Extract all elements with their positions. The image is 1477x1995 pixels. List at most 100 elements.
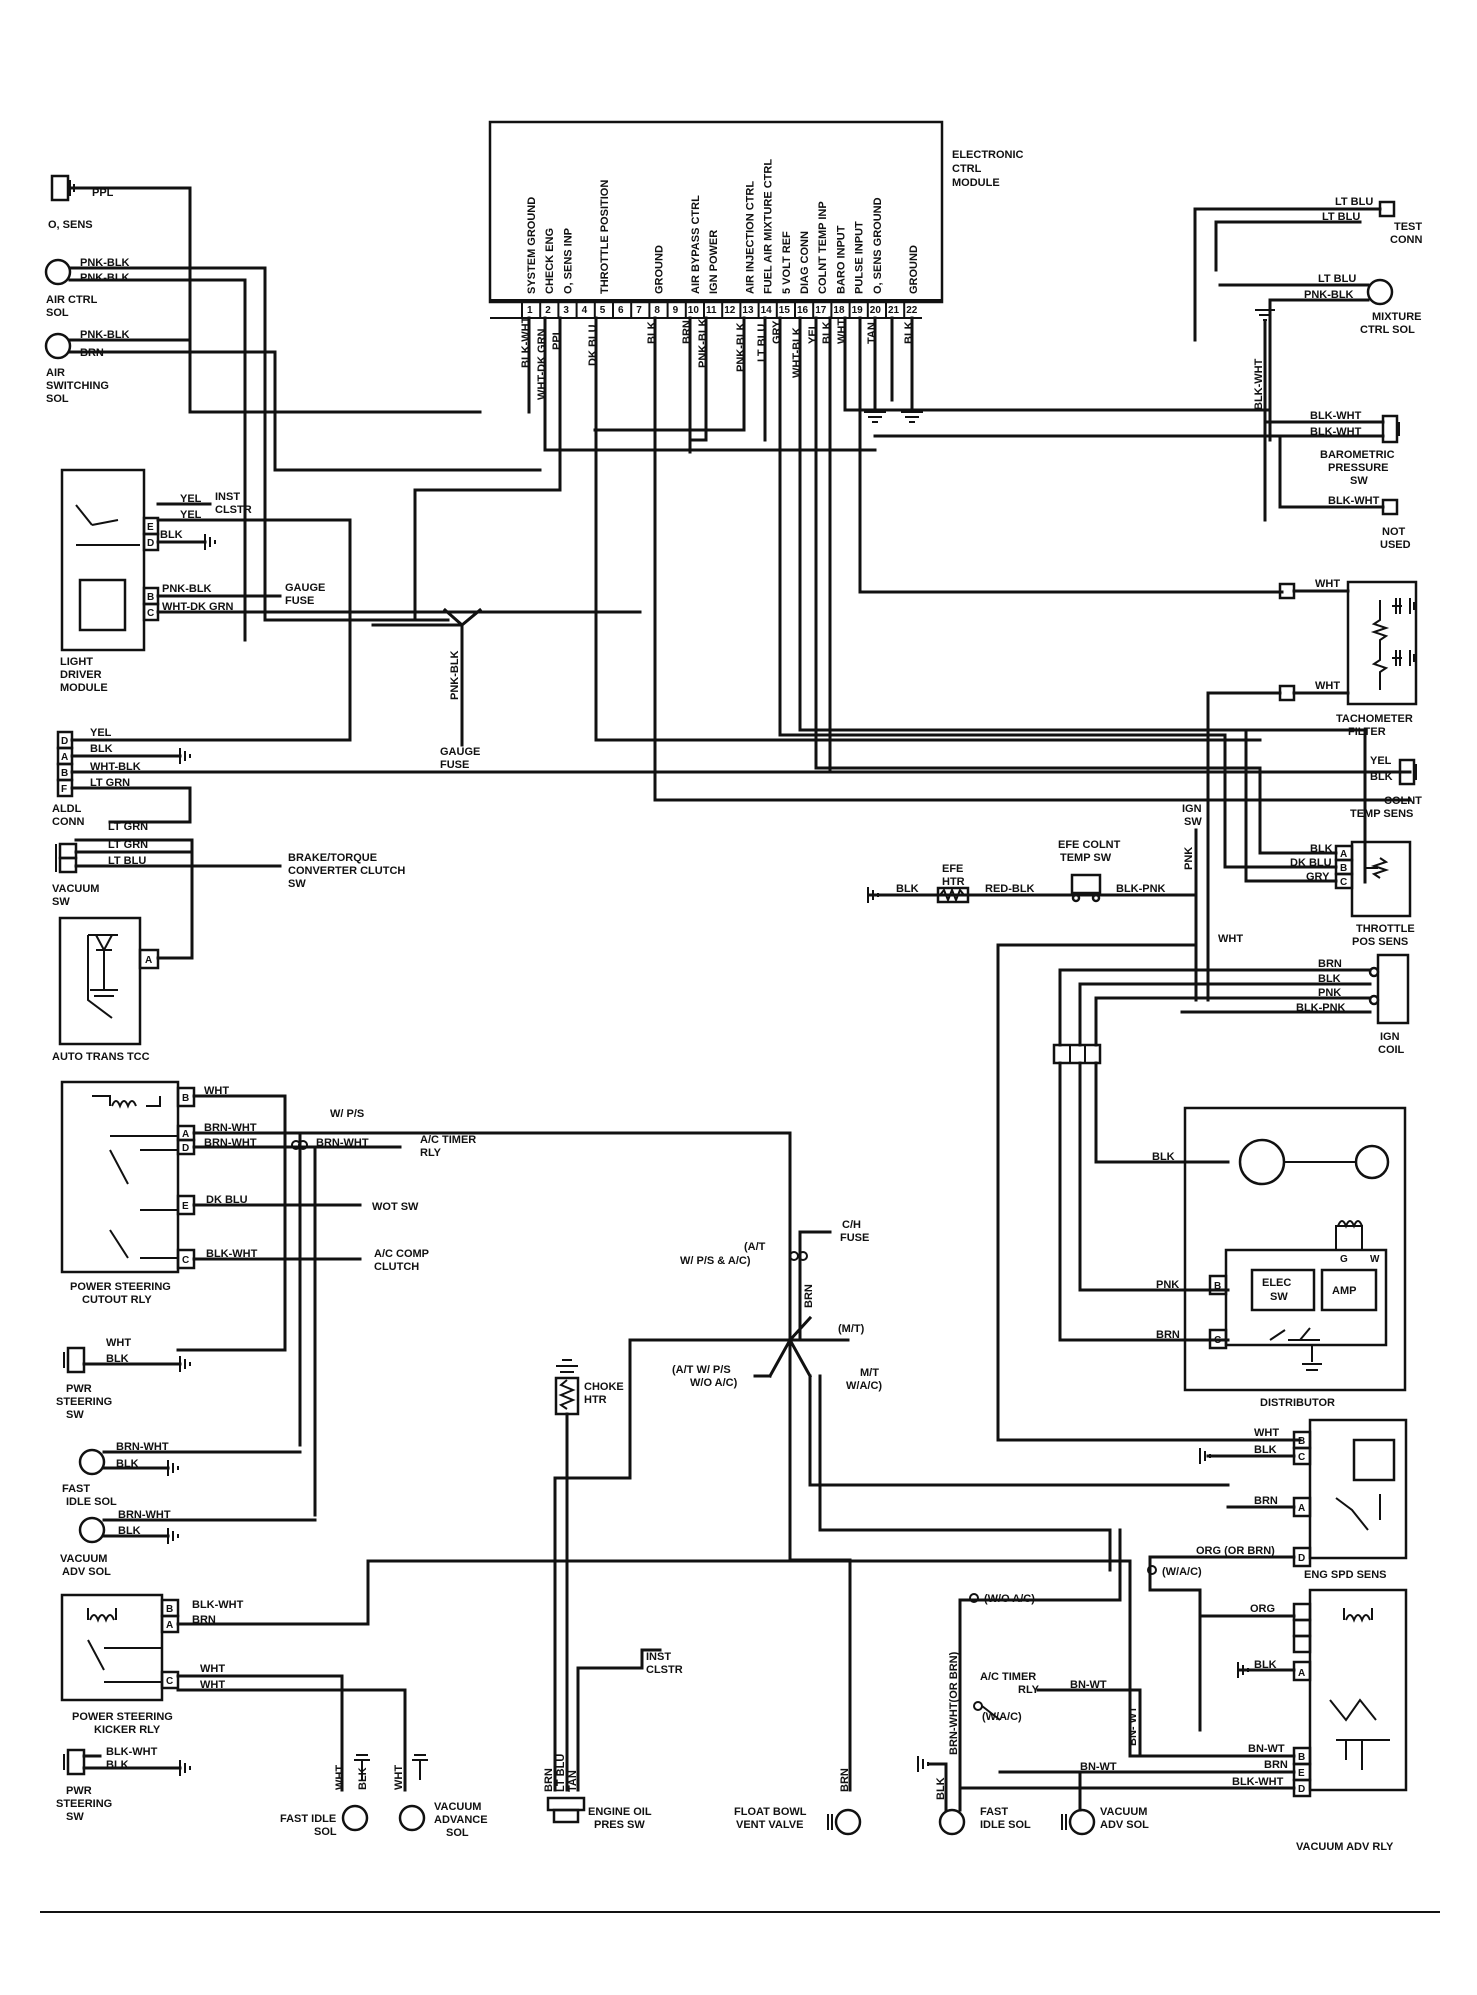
wire-brn-dist: BRN: [1156, 1329, 1180, 1341]
engine-oil-pres-sw: ENGINE OIL PRES SW: [546, 1796, 652, 1831]
test-connector: TEST CONN: [1378, 200, 1422, 246]
wire-bn-wt-var: BN-WT: [1248, 1743, 1285, 1755]
at-ps-ac-2: W/ P/S & A/C): [680, 1255, 751, 1267]
ch-fuse-1: C/H: [842, 1219, 861, 1231]
colnt-2: TEMP SENS: [1350, 808, 1413, 820]
tps-pin-b: B: [1340, 863, 1347, 874]
wire-blk-ldm: BLK: [160, 529, 183, 541]
ldm-label-3: MODULE: [60, 682, 108, 694]
wire-lt-grn-vac: LT GRN: [108, 821, 148, 833]
ign-sw-1: IGN: [1182, 803, 1202, 815]
wire-brn-kick: BRN: [192, 1614, 216, 1626]
wire-ltblu-test: LT BLU: [1335, 196, 1373, 208]
wire-blk-fi: BLK: [116, 1458, 139, 1470]
ecm-pin-number: 12: [724, 305, 736, 316]
fast-idle-sol-bottom: WHT BLK FAST IDLE SOL: [280, 1754, 370, 1838]
wire-brn-coil: BRN: [1318, 958, 1342, 970]
var-pin-e: E: [1298, 1768, 1305, 1779]
choke-heater: CHOKE HTR: [554, 1359, 624, 1416]
oil-pres-1: ENGINE OIL: [588, 1806, 652, 1818]
wire-v-wht: WHT: [836, 319, 848, 344]
throttle-position-sensor: A B C THROTTLE POS SENS: [1334, 840, 1415, 948]
wire-blk-ess: BLK: [1254, 1444, 1277, 1456]
ground-fast-idle-c: [917, 1756, 948, 1812]
vac-advance-1: VACUUM: [434, 1801, 481, 1813]
ecm-pin-number: 15: [779, 305, 791, 316]
mixture-2: CTRL SOL: [1360, 324, 1415, 336]
vac-adv-2: ADV SOL: [62, 1566, 111, 1578]
wire-wht-blk-aldl: WHT-BLK: [90, 761, 141, 773]
ignition-coil: IGN COIL: [1368, 953, 1410, 1056]
wire-pnk-dist: PNK: [1156, 1279, 1179, 1291]
ground-ess: [1199, 1448, 1211, 1464]
ecm-pin-number: 1: [527, 305, 533, 316]
wire-wht-ess: WHT: [1254, 1427, 1279, 1439]
ac-timer-b-2: RLY: [1018, 1684, 1040, 1696]
wire-brn-1: BRN: [80, 347, 104, 359]
wire-v-blk-wht: BLK-WHT: [520, 316, 532, 368]
ign-coil-2: COIL: [1378, 1044, 1405, 1056]
ecm-pin-number: 14: [761, 305, 773, 316]
brake-torque-3: SW: [288, 878, 306, 890]
ground-pwr: [179, 1356, 191, 1372]
vac-adv-rly-label: VACUUM ADV RLY: [1296, 1841, 1394, 1853]
ground-top-right: [1255, 309, 1275, 522]
aldl-connector: D A B F ALDL CONN: [52, 730, 84, 828]
tach-2: FILTER: [1348, 726, 1386, 738]
kick-pin-c: C: [166, 1676, 173, 1687]
wire-org-ess: ORG (OR BRN): [1196, 1545, 1275, 1557]
wire-blk-aldl: BLK: [90, 743, 113, 755]
oil-pres-2: PRES SW: [594, 1819, 645, 1831]
ecm-pin-function: AIR BYPASS CTRL: [690, 195, 702, 294]
wire-v-wht-va2: WHT: [393, 1765, 405, 1790]
ecm-label-2: CTRL: [952, 163, 982, 175]
ecm-pin-function: AIR INJECTION CTRL: [744, 181, 756, 294]
wire-ltblu-mix: LT BLU: [1318, 273, 1356, 285]
ground-var: [1237, 1662, 1249, 1678]
wire-blk-pnk-coil: BLK-PNK: [1296, 1002, 1346, 1014]
wire-blk-coil: BLK: [1318, 973, 1341, 985]
vacuum-switch: VACUUM SW: [52, 842, 99, 908]
wire-v-tan-oil: TAN: [567, 1770, 579, 1792]
ldm-pin-b: B: [147, 592, 154, 603]
ecm-pin-function: THROTTLE POSITION: [599, 180, 611, 294]
wire-pnk-blk-2: PNK-BLK: [80, 272, 130, 284]
pwr-steer-2: STEERING: [56, 1396, 112, 1408]
wire-blk-wht-baro-1: BLK-WHT: [1310, 410, 1362, 422]
ecm-pin-number: 9: [673, 305, 679, 316]
wire-wht-ps: WHT: [204, 1085, 229, 1097]
wire-v-gry: GRY: [771, 320, 783, 344]
wire-blk-wht-pwr2: BLK-WHT: [106, 1746, 158, 1758]
ac-timer-b-1: A/C TIMER: [980, 1671, 1036, 1683]
wire-blk-tps: BLK: [1310, 843, 1333, 855]
w-ac-b-label: (W/A/C): [982, 1711, 1022, 1723]
fast-idle-2: IDLE SOL: [66, 1496, 117, 1508]
coolant-temp-sensor: COLNT TEMP SENS: [1350, 758, 1422, 820]
wot-sw-label: WOT SW: [372, 1201, 419, 1213]
w-ps-label: W/ P/S: [330, 1108, 364, 1120]
tach-1: TACHOMETER: [1336, 713, 1413, 725]
wire-lt-grn-vac-2: LT GRN: [108, 839, 148, 851]
ess-pin-d: D: [1298, 1553, 1305, 1564]
wire-pnk-coil: PNK: [1318, 987, 1341, 999]
tps-pin-c: C: [1340, 877, 1347, 888]
wire-v-blk-fi2: BLK: [357, 1767, 369, 1790]
tps-pin-a: A: [1340, 849, 1347, 860]
wire-org-var: ORG: [1250, 1603, 1275, 1615]
light-driver-module: E D B C LIGHT DRIVER MODULE: [60, 468, 160, 694]
efe-colnt-2: TEMP SW: [1060, 852, 1112, 864]
dist-pin-b: B: [1214, 1281, 1221, 1292]
dist-g: G: [1340, 1254, 1348, 1265]
wire-brn-wht-fi: BRN-WHT: [116, 1441, 169, 1453]
var-pin-d: D: [1298, 1784, 1305, 1795]
ecm-pin-number: 11: [706, 305, 717, 316]
ecm-pin-function: DIAG CONN: [799, 231, 811, 294]
tps-1: THROTTLE: [1356, 923, 1415, 935]
ps-pin-c: C: [182, 1255, 189, 1266]
wire-v-ltblu: LT BLU: [756, 324, 768, 362]
vacuum-adv-solenoid-left: VACUUM ADV SOL: [60, 1516, 111, 1578]
wire-blk-wht-var: BLK-WHT: [1232, 1776, 1284, 1788]
wire-dkblu-ps: DK BLU: [206, 1194, 248, 1206]
wire-lt-blu-vac: LT BLU: [108, 855, 146, 867]
ac-timer-2: RLY: [420, 1147, 442, 1159]
